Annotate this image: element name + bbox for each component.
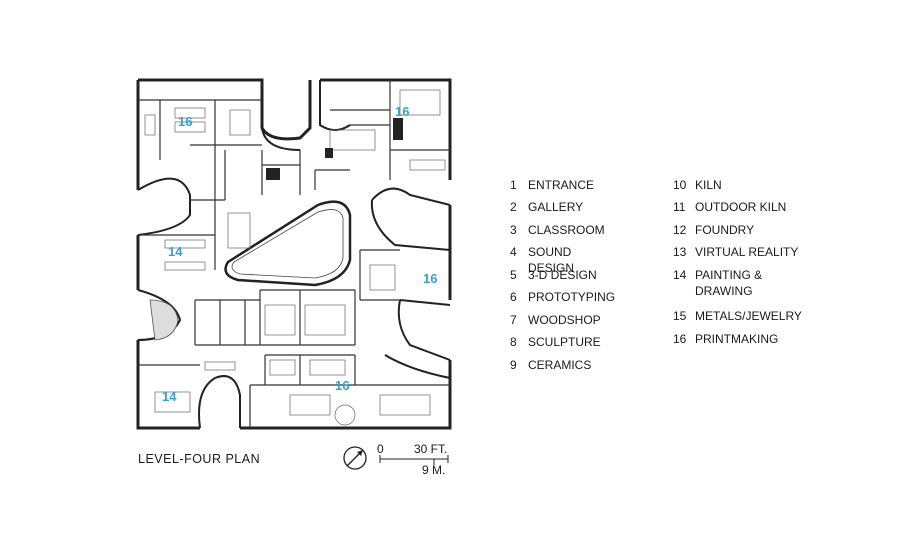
scale-bar [379,455,449,465]
scale-feet-label: 30 FT. [414,442,448,456]
room-tag: 16 [178,114,192,129]
room-tags: 16 16 14 16 14 16 [162,104,437,404]
room-tag: 16 [335,378,349,393]
room-tag: 14 [162,389,177,404]
north-arrow-icon [343,446,367,470]
room-tag: 16 [423,271,437,286]
room-tag: 14 [168,244,183,259]
plan-caption: LEVEL-FOUR PLAN [138,452,261,466]
service-cores [266,118,403,180]
interior-partitions [138,80,450,428]
scale-zero-label: 0 [377,442,384,456]
corridor-walls [137,80,451,429]
furniture [144,89,446,426]
scale-meters-label: 9 M. [422,463,446,477]
atrium-void [224,200,352,287]
room-tag: 16 [395,104,409,119]
outer-walls [136,78,452,430]
